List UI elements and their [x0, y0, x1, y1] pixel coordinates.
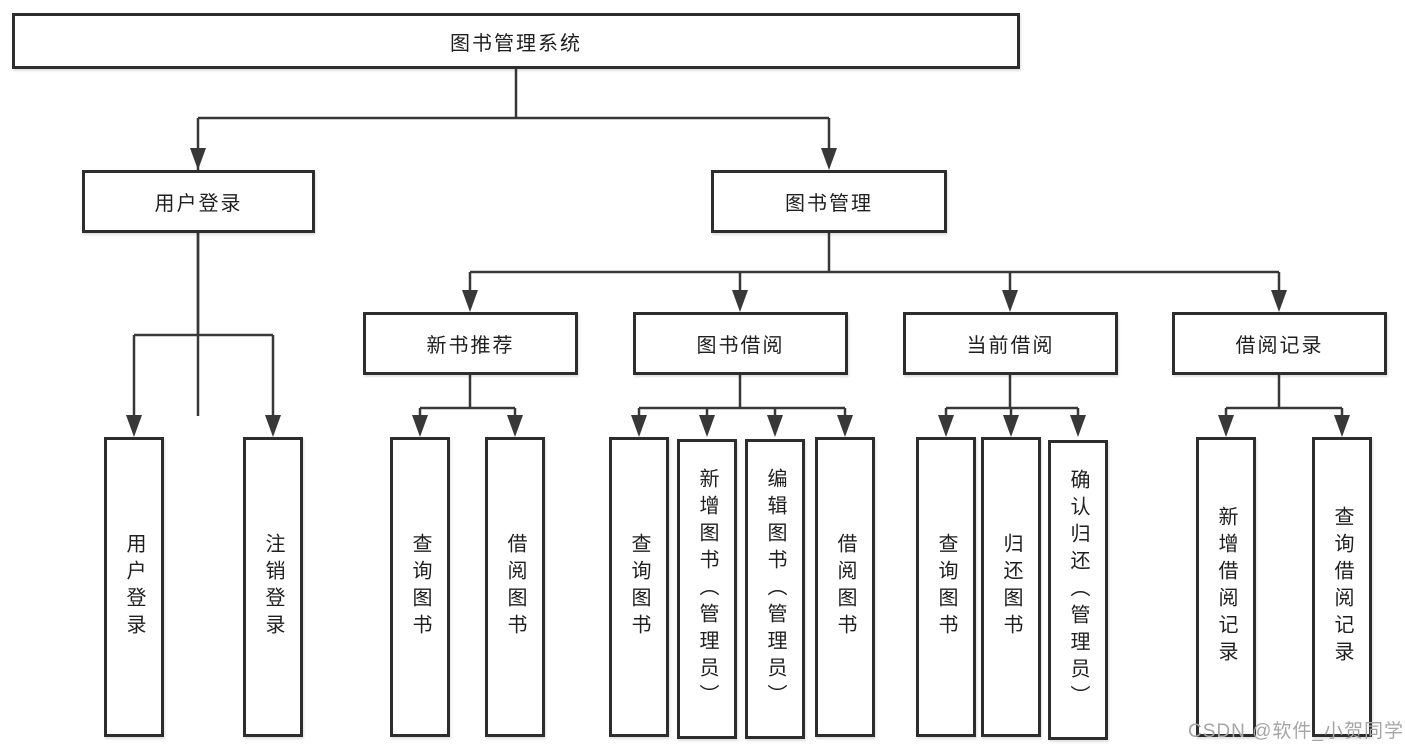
- leaf-logout: 注销登录: [243, 437, 303, 737]
- leaf-query-books-2: 查询图书: [609, 437, 669, 737]
- leaf-query-books-3: 查询图书: [916, 437, 976, 737]
- leaf-user-login: 用户登录: [104, 437, 164, 737]
- leaf-label: 查询图书: [628, 533, 650, 641]
- leaf-borrow-books-1: 借阅图书: [485, 437, 545, 737]
- connector-root-to-level2: [196, 68, 831, 416]
- connector-user-login-branch: [132, 233, 275, 416]
- node-book-borrow-label: 图书借阅: [696, 335, 785, 357]
- node-book-mgmt-label: 图书管理: [785, 193, 873, 215]
- node-root: 图书管理系统: [12, 13, 1020, 69]
- leaf-label: 编辑图书（管理员）: [764, 467, 786, 711]
- leaf-label: 归还图书: [1000, 533, 1022, 641]
- watermark-text: CSDN @软件_小贺同学: [1188, 721, 1404, 742]
- connector-borrow-records-branch: [1224, 375, 1344, 416]
- connector-current-borrow-branch: [944, 375, 1080, 416]
- leaf-query-borrow-record: 查询借阅记录: [1312, 437, 1372, 737]
- leaf-label: 新增图书（管理员）: [696, 467, 718, 711]
- node-new-books-label: 新书推荐: [426, 335, 515, 357]
- connector-new-books-branch: [418, 375, 517, 416]
- leaf-add-book-admin: 新增图书（管理员）: [677, 439, 737, 739]
- leaf-label: 注销登录: [262, 533, 284, 641]
- leaf-label: 查询图书: [409, 533, 431, 641]
- node-borrow-records-label: 借阅记录: [1235, 335, 1324, 357]
- connector-book-mgmt-branch: [468, 233, 1281, 291]
- leaf-confirm-return-admin: 确认归还（管理员）: [1048, 440, 1108, 740]
- leaf-label: 确认归还（管理员）: [1067, 468, 1089, 712]
- leaf-edit-book-admin: 编辑图书（管理员）: [745, 439, 805, 739]
- leaf-label: 用户登录: [123, 533, 145, 641]
- node-new-books: 新书推荐: [363, 312, 578, 375]
- leaf-return-book: 归还图书: [981, 437, 1041, 737]
- node-user-login-label: 用户登录: [154, 193, 243, 215]
- leaf-borrow-books-2: 借阅图书: [815, 437, 875, 737]
- arrowheads: [126, 148, 1350, 437]
- leaf-add-borrow-record: 新增借阅记录: [1196, 437, 1256, 737]
- node-root-label: 图书管理系统: [450, 32, 582, 55]
- node-current-borrow: 当前借阅: [903, 312, 1118, 375]
- node-book-mgmt: 图书管理: [711, 170, 947, 233]
- leaf-label: 借阅图书: [504, 533, 526, 641]
- leaf-label: 借阅图书: [834, 533, 856, 641]
- node-current-borrow-label: 当前借阅: [966, 335, 1055, 357]
- connector-book-borrow-branch: [637, 375, 847, 416]
- leaf-label: 查询图书: [935, 533, 957, 641]
- node-user-login: 用户登录: [82, 170, 315, 233]
- leaf-label: 查询借阅记录: [1331, 506, 1353, 668]
- leaf-query-books-1: 查询图书: [390, 437, 450, 737]
- node-borrow-records: 借阅记录: [1172, 312, 1387, 375]
- leaf-label: 新增借阅记录: [1215, 506, 1237, 668]
- node-book-borrow: 图书借阅: [633, 312, 848, 375]
